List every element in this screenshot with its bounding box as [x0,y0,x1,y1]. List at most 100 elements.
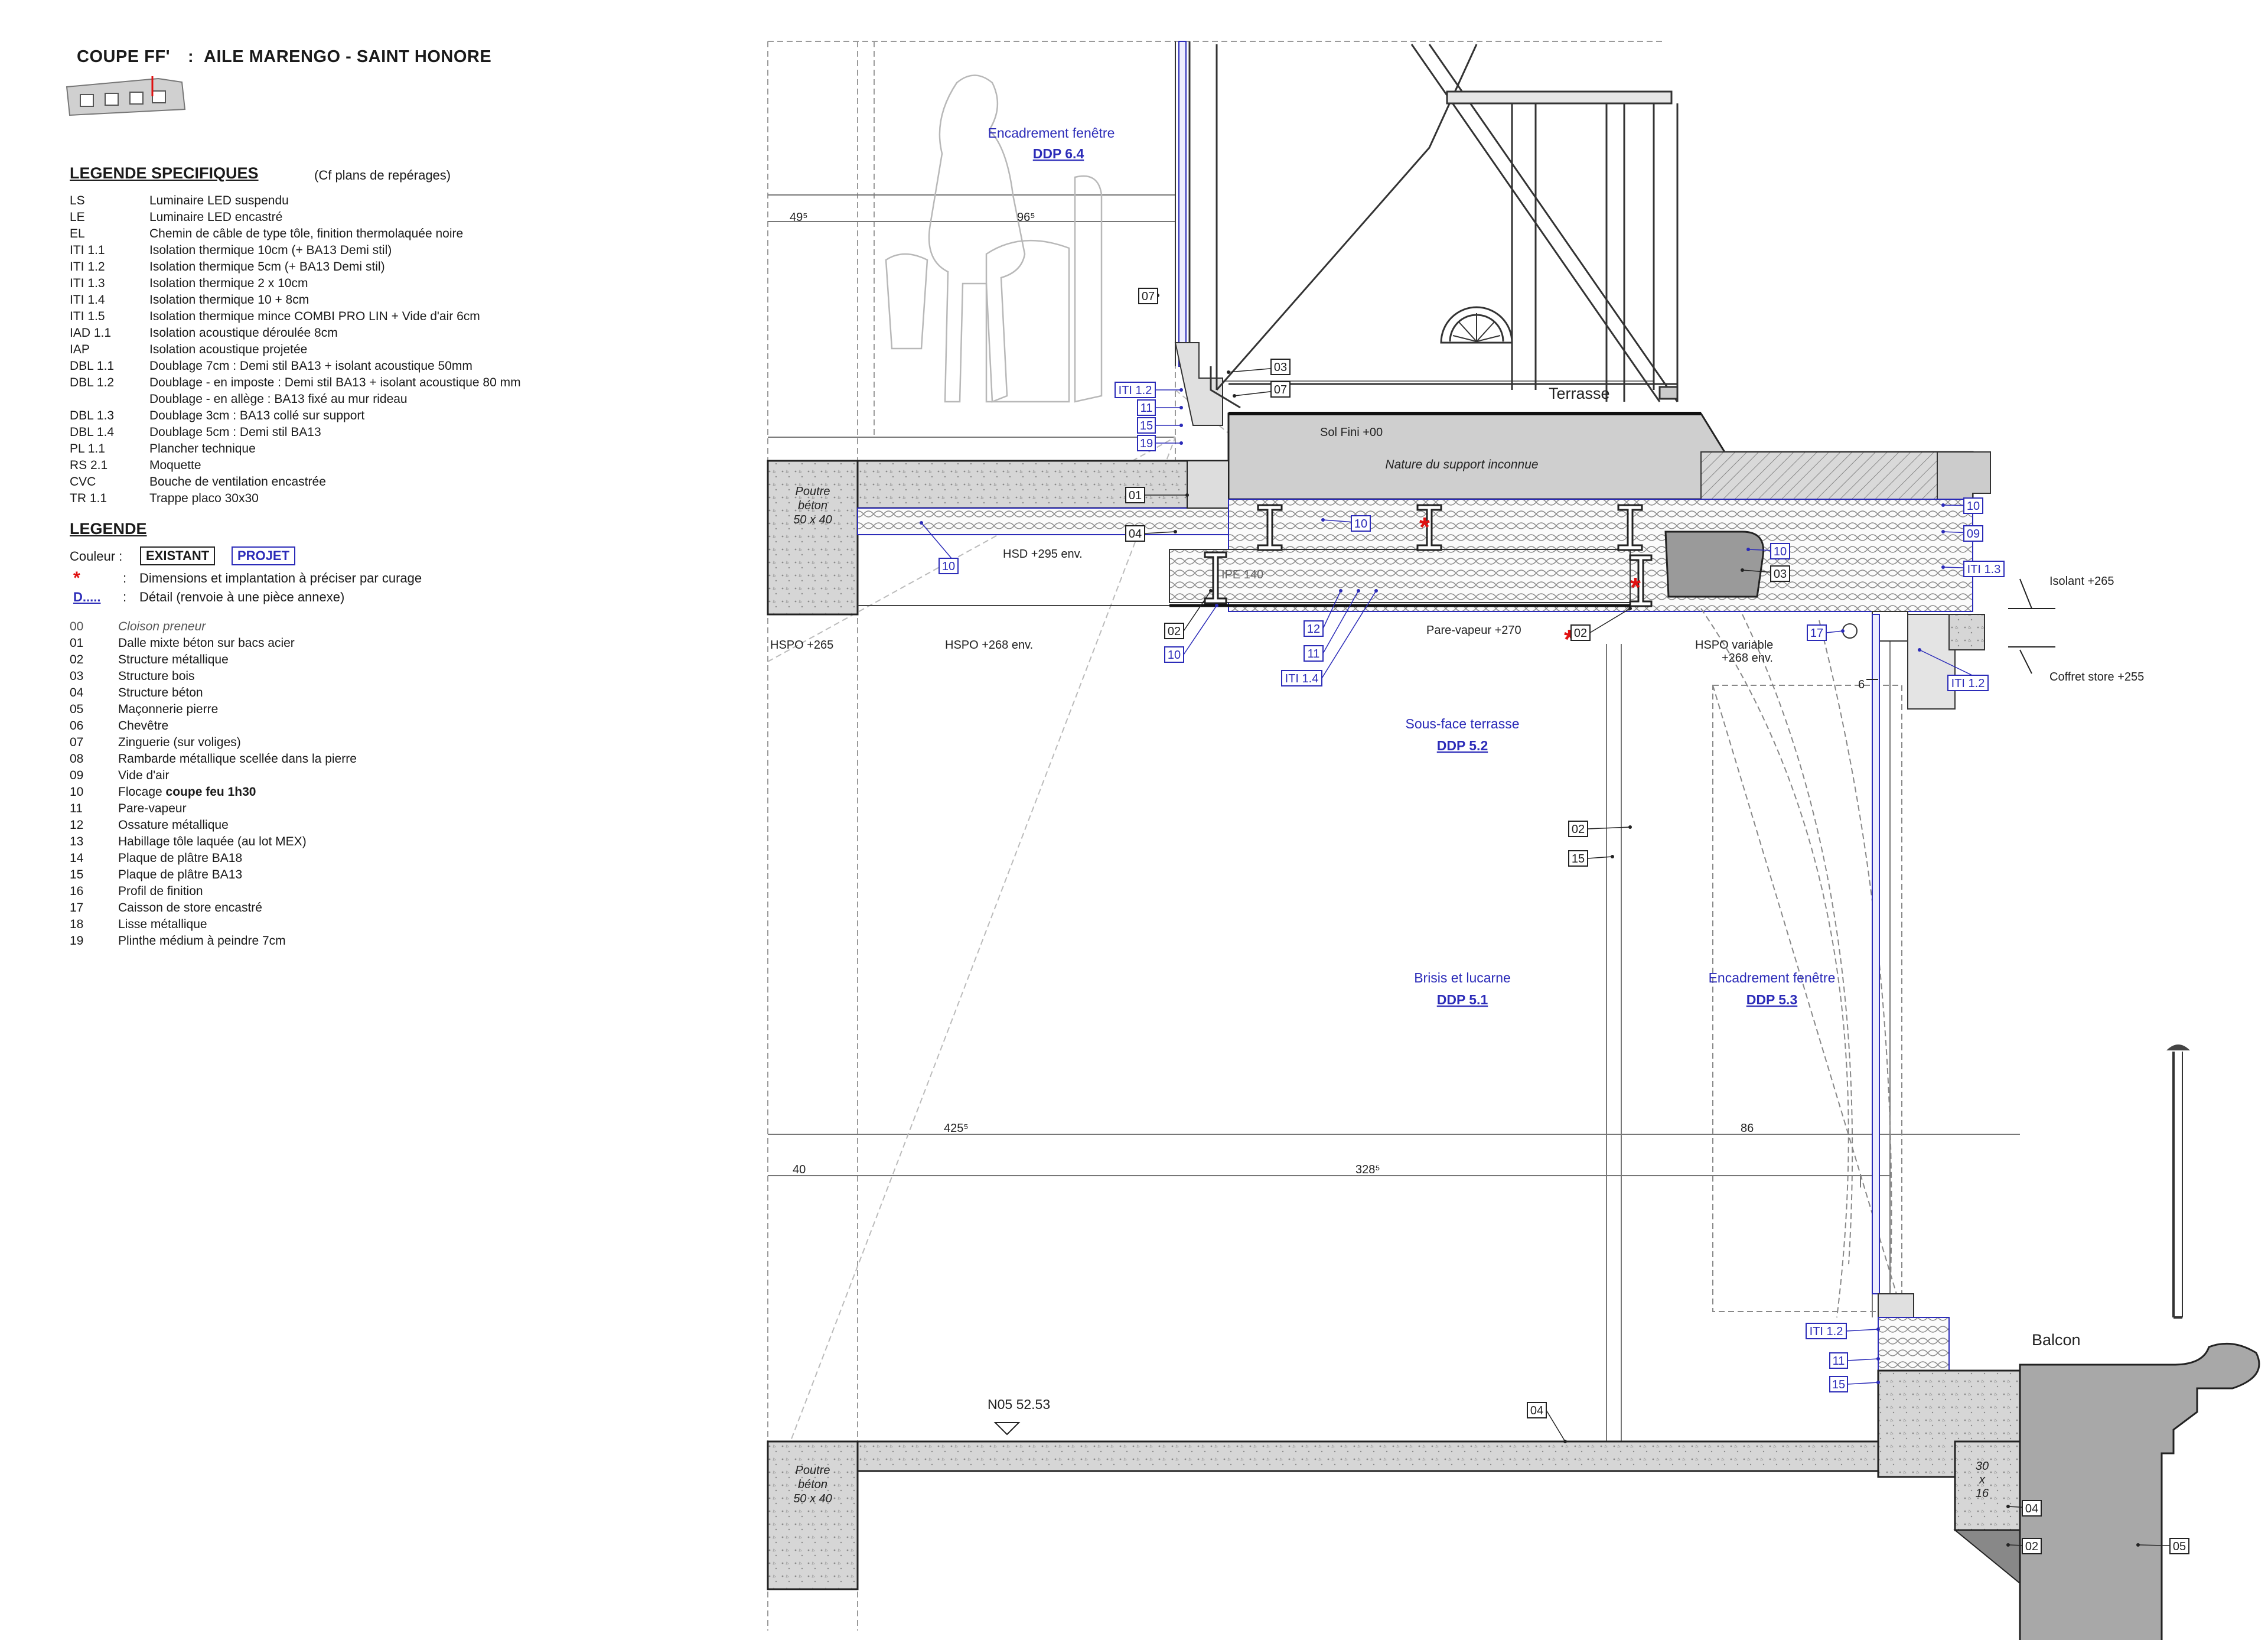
floor-slab [767,1440,1879,1472]
legend-desc: Structure béton [118,686,203,699]
legend-desc: Plancher technique [149,442,256,455]
tag-label: 09 [1967,528,1980,541]
tag-label: 02 [1168,625,1181,638]
tag-t01: 01 [1125,487,1189,503]
dim-96: 96⁵ [1017,211,1035,224]
tag-t02c: 02 [1568,821,1632,837]
dim-40: 40 [793,1163,806,1176]
label-isolant: Isolant +265 [2049,575,2114,588]
label-ddp64: DDP 6.4 [1033,146,1084,161]
legend-desc: Dalle mixte béton sur bacs acier [118,636,295,650]
legend-desc: Trappe placo 30x30 [149,492,259,505]
legend-desc: Chevêtre [118,719,169,733]
page-title: AILE MARENGO - SAINT HONORE [204,47,492,66]
tag-label: 11 [1833,1355,1845,1368]
tag-label: 11 [1140,402,1153,415]
cornice-stone [1700,451,1973,500]
star-symbol: * [73,568,80,588]
legend-code: 17 [70,901,84,915]
tag-t10d: 10 [1746,543,1790,559]
tag-t11b: 11 [1137,399,1183,416]
legend-desc: Bouche de ventilation encastrée [149,475,326,489]
star-marker-2: * [1630,572,1641,603]
tag-label: 10 [1774,545,1787,558]
legend-code: EL [70,227,85,240]
legend-desc: Doublage 3cm : BA13 collé sur support [149,409,365,422]
tag-label: 03 [1774,568,1787,581]
legend-code: 10 [70,785,84,799]
tag-iti12c: ITI 1.2 [1806,1323,1880,1339]
tag-label: ITI 1.2 [1119,384,1152,397]
label-ddp53: DDP 5.3 [1746,992,1798,1007]
tag-label: 17 [1810,627,1823,640]
label-poutre-top-3: 50 x 40 [793,513,832,526]
tag-t05: 05 [2136,1538,2189,1554]
legend-code: 19 [70,934,84,948]
label-encadrement-top: Encadrement fenêtre [988,125,1115,141]
balcony-stone [2019,1342,2260,1640]
tag-t04b: 04 [1527,1402,1567,1443]
tag-t04a: 04 [1125,525,1177,542]
legend-code: RS 2.1 [70,458,108,472]
legend-desc: Luminaire LED suspendu [149,194,289,207]
tag-label: ITI 1.3 [1967,563,2001,576]
building-key-icon [66,76,186,116]
tag-t10c: 10 [1164,604,1218,663]
legend-specific-note: (Cf plans de repérages) [314,168,451,183]
legend-code: 16 [70,884,84,898]
existant-swatch: EXISTANT [140,546,216,565]
label-poutre-bottom-1: Poutre [796,1464,830,1477]
tag-t02d: 02 [2006,1538,2042,1554]
legend-code: ITI 1.4 [70,293,105,307]
label-nature-support: Nature du support inconnue [1385,458,1538,471]
legend-desc: Zinguerie (sur voliges) [118,736,241,749]
label-sous-face: Sous-face terrasse [1405,716,1519,731]
legend-code: ITI 1.5 [70,310,105,323]
tag-t15c: 15 [1568,850,1614,867]
label-pare-vapeur: Pare-vapeur +270 [1426,624,1521,637]
poutre-beton-top [767,460,859,616]
legend-code: 07 [70,736,84,749]
legend-desc: Doublage - en imposte : Demi stil BA13 +… [149,376,521,389]
legend-code: 11 [70,802,83,815]
tag-label: 05 [2173,1540,2186,1553]
tag-label: 04 [1129,528,1142,541]
tag-t02a: 02 [1164,589,1213,639]
tag-t03: 03 [1227,359,1291,375]
tag-iti14: ITI 1.4 [1281,589,1378,686]
star-description: Dimensions et implantation à préciser pa… [139,571,422,585]
tag-label: 10 [1967,500,1980,513]
dimension-lines [1866,578,2055,680]
legend-desc: Caisson de store encastré [118,901,262,915]
legend-code: 15 [70,868,84,881]
legend-desc: Chemin de câble de type tôle, finition t… [149,227,464,240]
legend-code: DBL 1.4 [70,425,115,439]
tag-label: 15 [1572,852,1585,865]
label-n05: N05 52.53 [988,1397,1050,1412]
title-separator: : [188,47,194,66]
legend-desc: Pare-vapeur [118,802,187,815]
legend-desc: Isolation acoustique projetée [149,343,308,356]
legend-desc: Structure bois [118,669,195,683]
legend-code: 00 [70,620,84,633]
label-ddp52: DDP 5.2 [1437,738,1488,753]
tag-iti13: ITI 1.3 [1941,561,2005,577]
tag-t15b: 15 [1137,417,1183,434]
label-hspo268: HSPO +268 env. [945,639,1033,652]
title-prefix: COUPE FF' [77,47,171,66]
dormer-roof [1216,44,1679,402]
tag-t15d: 15 [1829,1376,1880,1392]
tag-t11a: 11 [1304,589,1360,662]
stone-block [1664,531,1765,598]
tag-label: 04 [1530,1404,1543,1417]
poutre-beton-bottom [767,1440,859,1590]
legend-code: IAP [70,343,90,356]
tag-label: 03 [1274,361,1287,374]
tag-t11c: 11 [1829,1352,1880,1369]
legend-desc: Isolation thermique mince COMBI PRO LIN … [149,310,480,323]
legend-desc: Plaque de plâtre BA13 [118,868,243,881]
tag-label: 02 [1574,627,1587,640]
legend-desc: Structure métallique [118,653,229,666]
legend-desc: Moquette [149,458,201,472]
